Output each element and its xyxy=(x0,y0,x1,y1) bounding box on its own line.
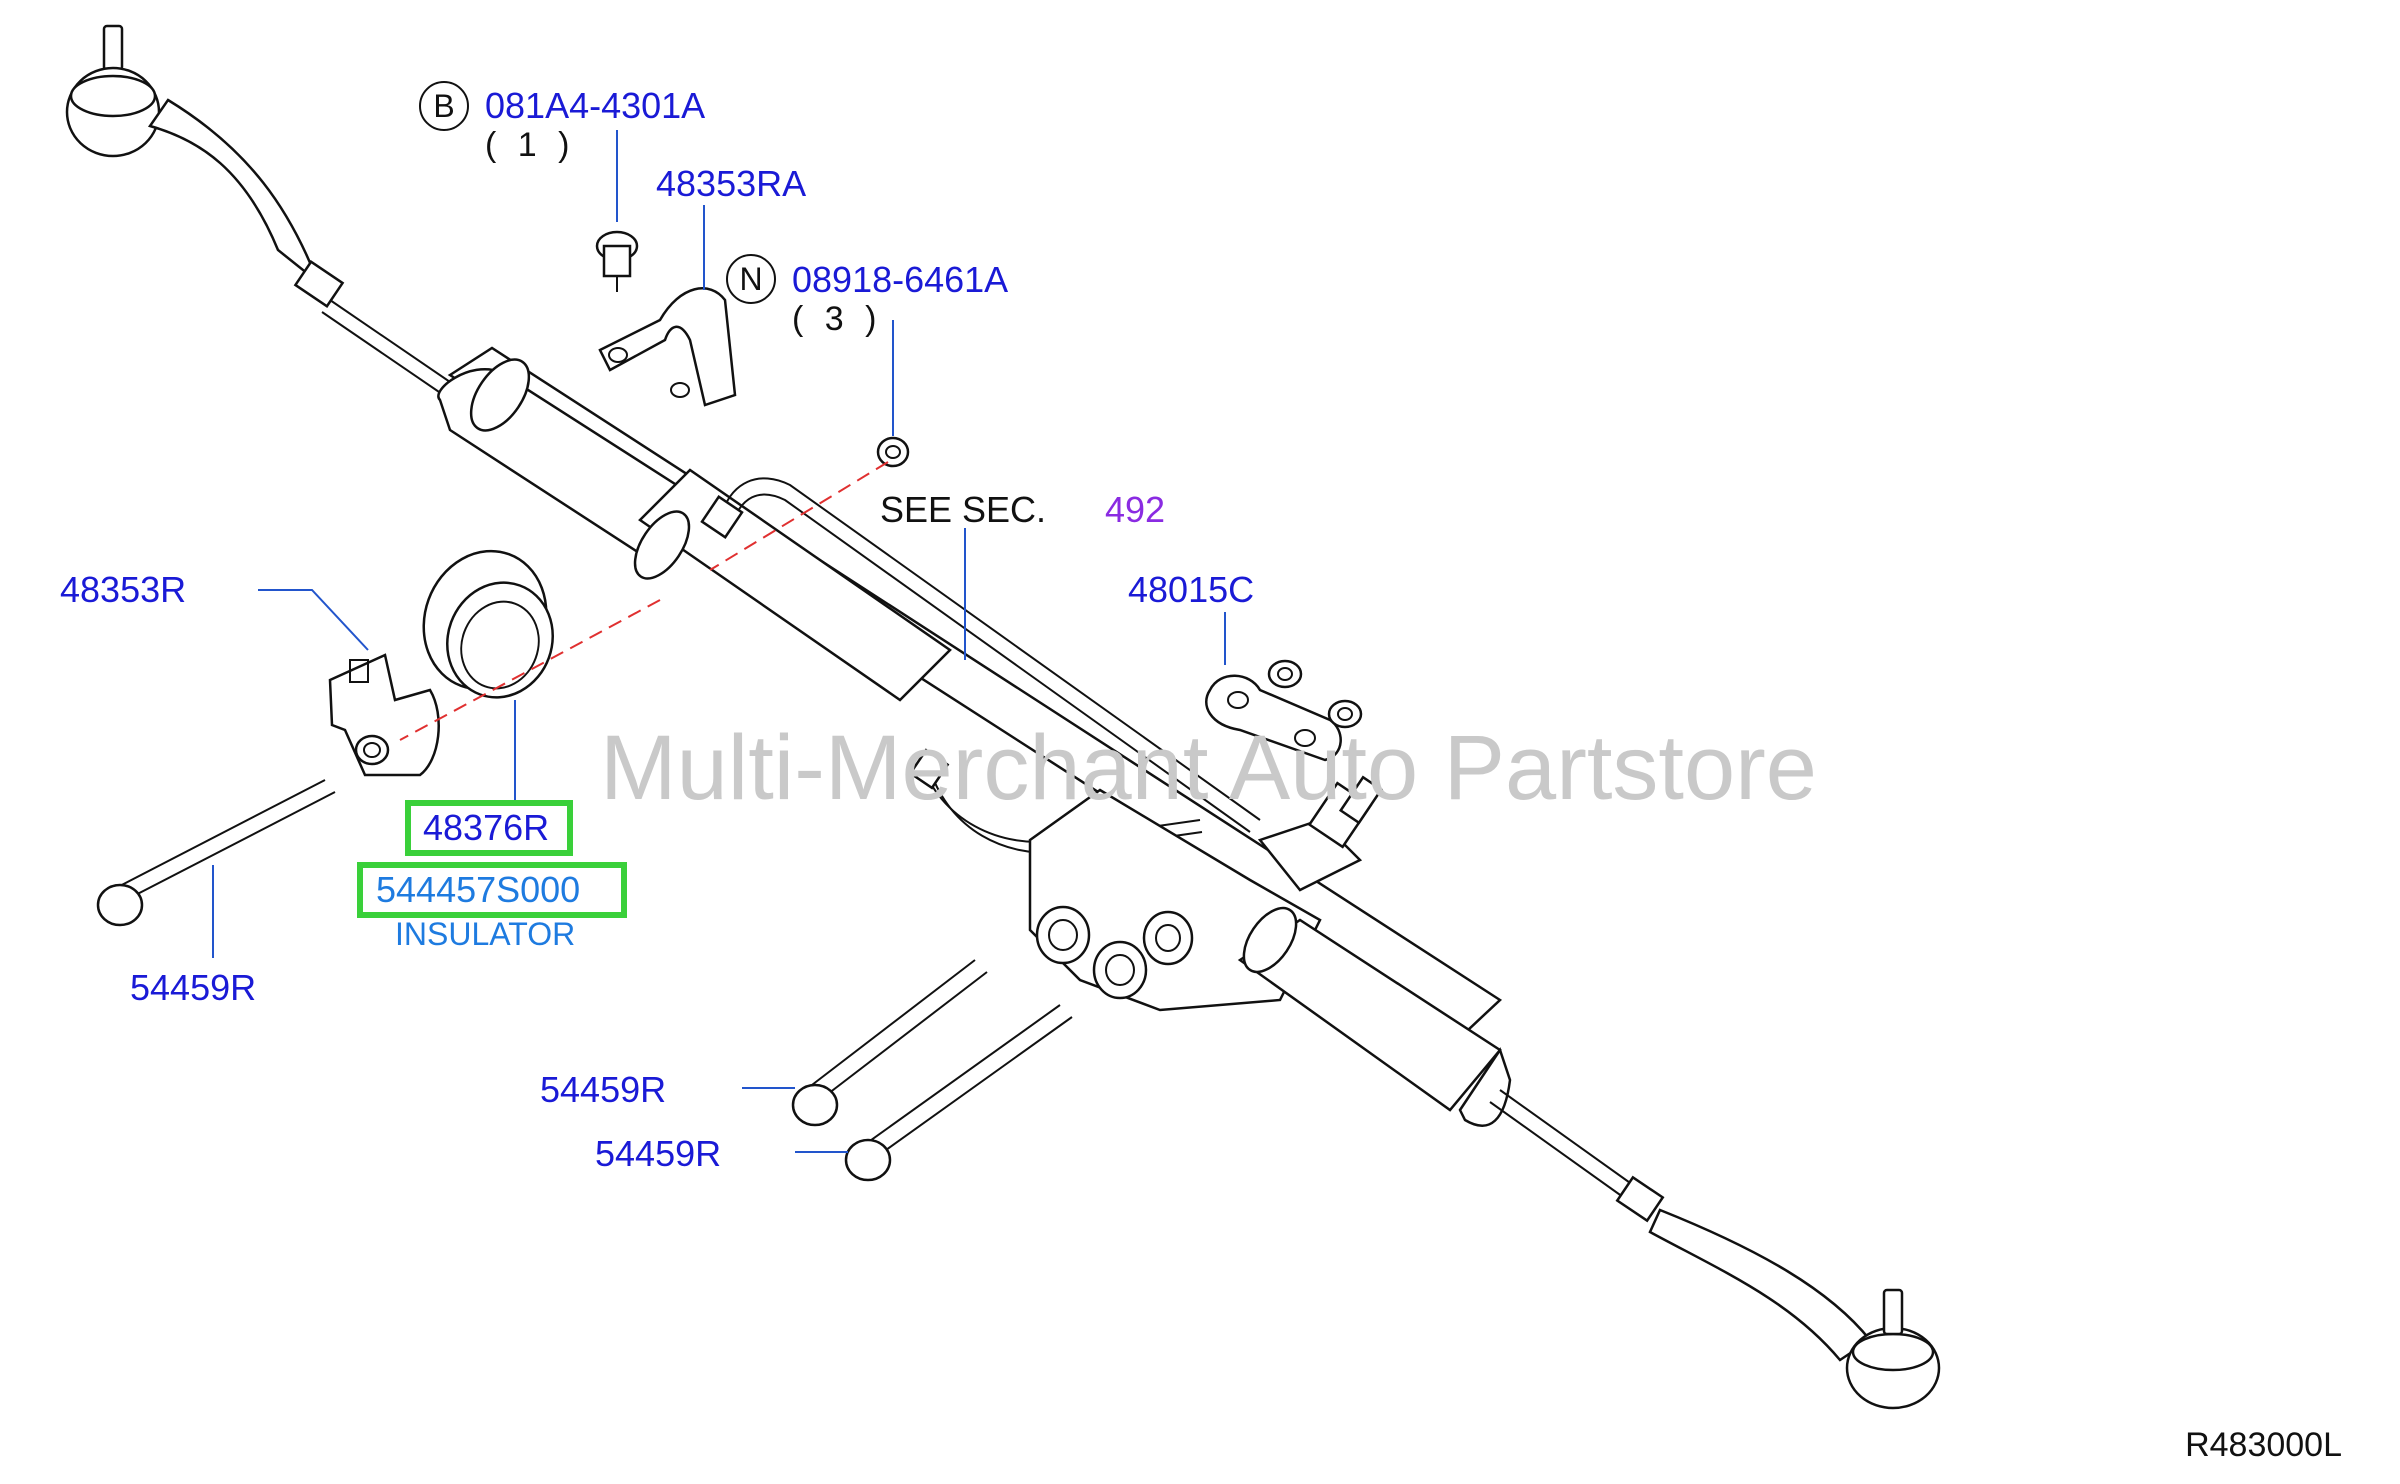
see-sec-492-link[interactable]: 492 xyxy=(1105,489,1166,530)
figure-reference: R483000L xyxy=(2185,1426,2342,1464)
part-48015c[interactable]: 48015C xyxy=(1128,569,1255,610)
highlight-544457s000 xyxy=(357,862,627,918)
clamp-48353r xyxy=(328,653,440,777)
bracket-48015c xyxy=(1205,659,1363,762)
highlight-48376r xyxy=(405,800,573,856)
part-48353r[interactable]: 48353R xyxy=(60,569,187,610)
bolt-54459r-mid-2 xyxy=(844,1004,1073,1182)
qty-bolt-b: ( 1 ) xyxy=(485,126,576,164)
tie-rod-end-left xyxy=(65,24,451,395)
part-08918-6461a[interactable]: 08918-6461A xyxy=(792,259,1009,300)
bolt-54459r-mid-1 xyxy=(791,959,988,1127)
clamp-48353ra xyxy=(598,287,737,407)
marker-n: N xyxy=(726,254,776,304)
part-54459r-left[interactable]: 54459R xyxy=(130,967,257,1008)
insulator-48376r xyxy=(422,549,554,699)
watermark: Multi-Merchant Auto Partstore xyxy=(600,717,1817,819)
marker-b: B xyxy=(419,81,469,131)
part-081a4-4301a[interactable]: 081A4-4301A xyxy=(485,85,706,126)
hydraulic-lines xyxy=(700,477,1261,854)
part-54459r-mid-1[interactable]: 54459R xyxy=(540,1069,667,1110)
insulator-name: INSULATOR xyxy=(395,916,576,952)
part-544457s000[interactable]: 544457S000 xyxy=(376,869,581,910)
rack-tube-right xyxy=(1237,906,1641,1203)
part-48376r[interactable]: 48376R xyxy=(423,807,550,848)
tie-rod-end-right xyxy=(1615,1175,1941,1410)
part-48353ra[interactable]: 48353RA xyxy=(656,163,807,204)
leader-lines xyxy=(212,130,1226,1153)
see-sec-text: SEE SEC. xyxy=(880,489,1047,530)
qty-nut-n: ( 3 ) xyxy=(792,300,883,338)
alignment-dash-upper xyxy=(709,461,889,571)
alignment-dash-lower xyxy=(399,599,661,741)
nut-n xyxy=(876,436,910,468)
rack-housing xyxy=(437,346,1503,1032)
part-54459r-mid-2[interactable]: 54459R xyxy=(595,1133,722,1174)
bolt-b xyxy=(595,230,639,292)
bolt-54459r-left xyxy=(96,779,336,927)
